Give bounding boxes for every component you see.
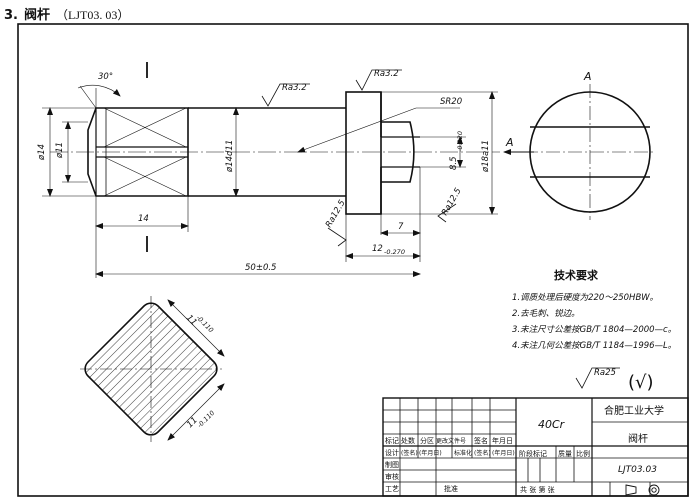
tb-university: 合肥工业大学 <box>604 404 664 417</box>
roughness-symbol-face-b <box>437 203 457 223</box>
len50-label: 50±0.5 <box>245 263 276 273</box>
width85-tol: -0.220 <box>456 131 464 152</box>
tb-d3: 标准化 <box>454 449 472 457</box>
requirement-item: 1.调质处理后硬度为220～250HBW。 <box>512 293 659 303</box>
tb-h3: 更改文件号 <box>436 437 466 445</box>
tb-h5: 年月日 <box>492 436 513 445</box>
tb-d1: (签名) <box>401 449 418 457</box>
spherical-end <box>381 121 415 183</box>
main-view <box>50 62 500 278</box>
len12-label: 12 <box>372 244 383 254</box>
heading-title: 阀杆 <box>23 8 50 23</box>
tb-h0: 标记 <box>385 436 399 445</box>
general-ra-label: Ra25 <box>594 368 616 378</box>
page-heading: 3. 阀杆 （LJT03. 03） <box>4 4 129 23</box>
shaft-outline <box>188 107 346 197</box>
tb-r0: 制图 <box>385 460 399 469</box>
len7-label: 7 <box>398 222 404 232</box>
tb-material: 40Cr <box>538 418 566 431</box>
tb-h2: 分区 <box>420 436 434 445</box>
tb-approve: 批准 <box>444 484 458 493</box>
tb-h4: 签名 <box>474 436 488 445</box>
tb-d2: (年月日) <box>419 449 442 457</box>
angle-label: 30° <box>98 72 113 82</box>
tb-d4: (签名) <box>474 449 491 457</box>
sr-label: SR20 <box>440 97 462 107</box>
title-block <box>382 397 689 497</box>
tb-drawing-no: LJT03.03 <box>618 465 657 475</box>
ra-collar-label: Ra3.2 <box>374 69 399 79</box>
requirement-item: 4.未注几何公差按GB/T 1184—1996—L。 <box>512 341 677 351</box>
len12-tol: -0.270 <box>384 248 405 256</box>
section-label-top: A <box>583 70 592 83</box>
tb-stage: 阶段标记 <box>519 449 547 458</box>
heading-number: 3. <box>4 8 18 23</box>
dimension-texts: 30° Ra3.2 Ra3.2 SR20 ø14 ø11 ø14d11 ø18a… <box>37 69 592 273</box>
requirement-item: 3.未注尺寸公差按GB/T 1804—2000—c。 <box>512 325 677 335</box>
dia11-label: ø11 <box>55 142 65 159</box>
len14-label: 14 <box>138 214 149 224</box>
ra125-a-label: Ra12.5 <box>324 198 348 229</box>
tb-r2: 工艺 <box>385 485 399 493</box>
sheet-frame <box>17 23 689 497</box>
tb-d0: 设计 <box>385 448 399 457</box>
roughness-symbol-shaft <box>261 83 310 107</box>
ra-shaft-label: Ra3.2 <box>282 83 307 93</box>
collar-outline <box>345 91 382 215</box>
general-ra-paren: (√) <box>628 372 654 393</box>
roughness-symbol-face-a <box>327 227 347 247</box>
dia14d11-label: ø14d11 <box>225 140 235 173</box>
tb-sheets: 共 张 第 张 <box>520 485 555 494</box>
tb-weight: 质量 <box>558 449 572 458</box>
square-dim-2-tol: -0.110 <box>196 409 216 429</box>
tb-scale: 比例 <box>576 449 590 458</box>
title-block-text: 标记 处数 分区 更改文件号 签名 年月日 设计 (签名) (年月日) 标准化 … <box>385 404 664 494</box>
roughness-symbols <box>261 69 457 247</box>
width85-label: 8.5 <box>449 156 459 170</box>
tb-r1: 审核 <box>385 472 399 481</box>
section-a-view <box>524 84 656 220</box>
general-roughness: Ra25 (√) <box>575 367 654 393</box>
tb-d5: (年月日) <box>492 449 515 457</box>
requirements-title: 技术要求 <box>554 269 598 282</box>
projection-symbol-icon <box>625 484 660 496</box>
dia18a11-label: ø18a11 <box>481 140 491 173</box>
square-section-view: 11 -0.110 11 -0.110 <box>80 296 225 442</box>
tb-part-name: 阀杆 <box>628 432 648 445</box>
square-dim-1-tol: -0.110 <box>195 314 215 334</box>
tb-h1: 处数 <box>401 436 415 445</box>
requirement-item: 2.去毛刺、锐边。 <box>512 309 580 319</box>
ra125-b-label: Ra12.5 <box>440 186 464 217</box>
heading-code: （LJT03. 03） <box>56 8 130 22</box>
roughness-symbol-collar <box>355 69 402 91</box>
technical-requirements: 技术要求 1.调质处理后硬度为220～250HBW。 2.去毛刺、锐边。 3.未… <box>512 268 676 354</box>
view-arrow-label: A <box>505 136 514 149</box>
dia14-label: ø14 <box>37 144 47 161</box>
